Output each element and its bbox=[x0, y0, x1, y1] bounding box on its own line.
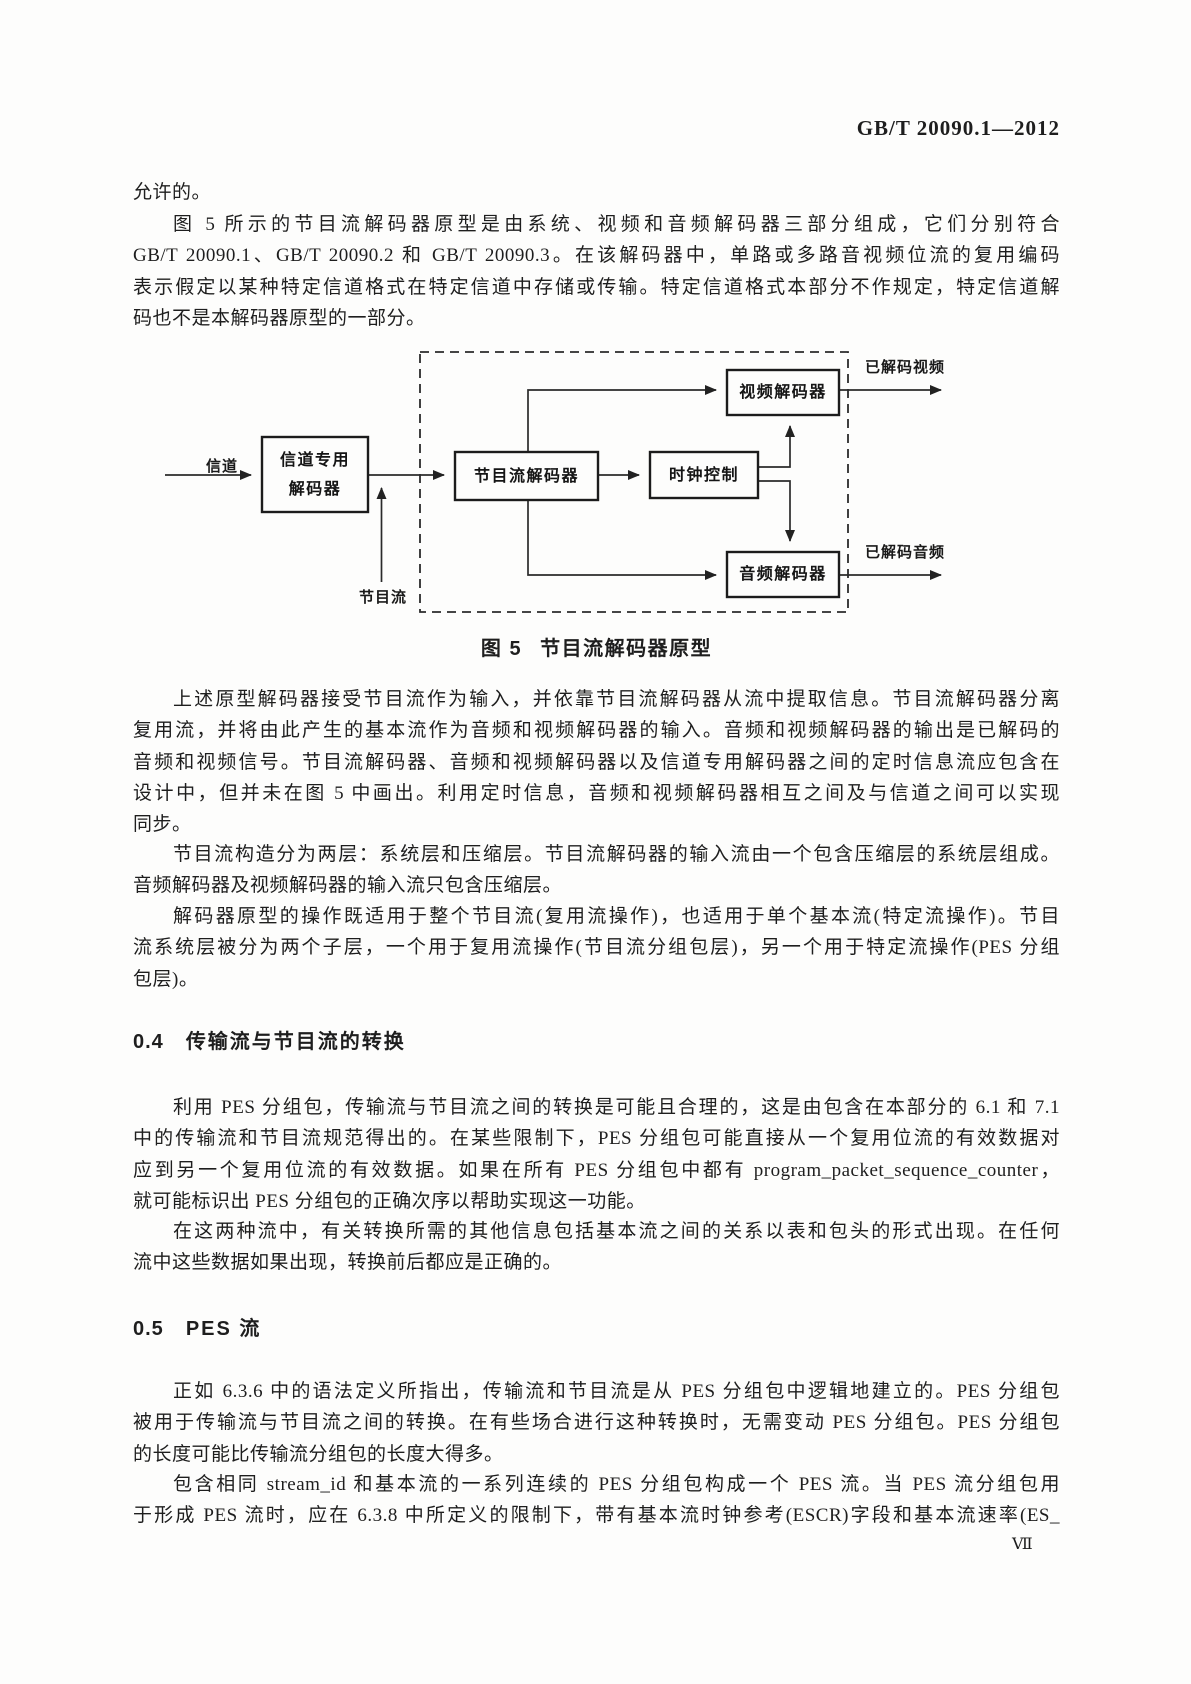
text-line: 复用流，并将由此产生的基本流作为音频和视频解码器的输入。音频和视频解码器的输出是… bbox=[133, 720, 1060, 742]
text-line: 节目流构造分为两层：系统层和压缩层。节目流解码器的输入流由一个包含压缩层的系统层… bbox=[173, 844, 1060, 865]
paragraph: 节目流构造分为两层：系统层和压缩层。节目流解码器的输入流由一个包含压缩层的系统层… bbox=[133, 839, 1060, 902]
section-heading-0-4: 0.4 传输流与节目流的转换 bbox=[133, 1029, 1060, 1055]
label-decoded-video: 已解码视频 bbox=[864, 359, 945, 376]
arrow-psdecoder-to-video bbox=[527, 385, 717, 452]
text-line: GB/T 20090.1、GB/T 20090.2 和 GB/T 20090.3… bbox=[133, 245, 1060, 267]
standard-number-header: GB/T 20090.1—2012 bbox=[856, 116, 1060, 140]
box-label-audio-decoder: 音频解码器 bbox=[739, 566, 827, 583]
arrow-clock-to-audio bbox=[758, 480, 795, 542]
text-line: 中的传输流和节目流规范得出的。在某些限制下，PES 分组包可能直接从一个复用位流… bbox=[133, 1128, 1060, 1150]
paragraph: 在这两种流中，有关转换所需的其他信息包括基本流之间的关系以表和包头的形式出现。在… bbox=[133, 1216, 1060, 1279]
box-label-video-decoder: 视频解码器 bbox=[739, 384, 827, 401]
text-line: 同步。 bbox=[133, 814, 192, 836]
text-line: 利用 PES 分组包，传输流与节目流之间的转换是可能且合理的，这是由包含在本部分… bbox=[173, 1097, 1060, 1118]
label-decoded-audio: 已解码音频 bbox=[864, 544, 945, 561]
paragraph: 允许的。 bbox=[133, 177, 1060, 208]
paragraph: 包含相同 stream_id 和基本流的一系列连续的 PES 分组包构成一个 P… bbox=[133, 1469, 1060, 1532]
box-label-ps-decoder: 节目流解码器 bbox=[473, 467, 579, 485]
text-line: 在这两种流中，有关转换所需的其他信息包括基本流之间的关系以表和包头的形式出现。在… bbox=[173, 1221, 1060, 1242]
figure-diagram-svg bbox=[165, 351, 942, 613]
text-line: 的长度可能比传输流分组包的长度大得多。 bbox=[133, 1443, 504, 1465]
box-label-clock-control: 时钟控制 bbox=[668, 466, 739, 484]
box-ps-decoder bbox=[453, 450, 600, 502]
section-title: 传输流与节目流的转换 bbox=[185, 1031, 406, 1053]
label-program-stream: 节目流 bbox=[358, 589, 407, 606]
arrow-clock-to-video bbox=[758, 425, 795, 468]
text-line: 解码器原型的操作既适用于整个节目流(复用流操作)，也适用于单个基本流(特定流操作… bbox=[173, 906, 1060, 927]
section-heading-0-5: 0.5 PES 流 bbox=[133, 1316, 1060, 1342]
arrow-psdecoder-to-audio bbox=[527, 500, 717, 580]
paragraph: 解码器原型的操作既适用于整个节目流(复用流操作)，也适用于单个基本流(特定流操作… bbox=[133, 901, 1060, 995]
box-label-line: 解码器 bbox=[288, 480, 342, 498]
section-number: 0.4 bbox=[133, 1031, 164, 1053]
figure-caption: 图 5 节目流解码器原型 bbox=[133, 632, 1060, 661]
text-line: 表示假定以某种特定信道格式在特定信道中存储或传输。特定信道格式本部分不作规定，特… bbox=[133, 276, 1060, 298]
text-line: 图 5 所示的节目流解码器原型是由系统、视频和音频解码器三部分组成，它们分别符合 bbox=[173, 214, 1060, 235]
section-number: 0.5 bbox=[133, 1318, 164, 1340]
figure-caption-label: 图 5 bbox=[480, 638, 523, 660]
text-line: 被用于传输流与节目流之间的转换。在有些场合进行这种转换时，无需变动 PES 分组… bbox=[133, 1412, 1060, 1434]
text-line: 上述原型解码器接受节目流作为输入，并依靠节目流解码器从流中提取信息。节目流解码器… bbox=[173, 689, 1060, 710]
box-channel-decoder bbox=[260, 435, 370, 514]
figure-5-diagram: 信道 节目流 已解码视频 已解码音频 信道专用 解码器 节目流解码器 时钟控制 … bbox=[0, 330, 1191, 626]
paragraph: 利用 PES 分组包，传输流与节目流之间的转换是可能且合理的，这是由包含在本部分… bbox=[133, 1092, 1060, 1217]
text-line: 音频和视频信号。节目流解码器、音频和视频解码器以及信道专用解码器之间的定时信息流… bbox=[133, 751, 1060, 773]
label-channel: 信道 bbox=[205, 458, 238, 475]
dashed-boundary-box bbox=[419, 351, 849, 613]
text-line: 允许的。 bbox=[133, 182, 212, 203]
section-title: PES 流 bbox=[185, 1318, 262, 1340]
text-line: 包层)。 bbox=[133, 968, 199, 990]
box-clock-control bbox=[648, 450, 760, 500]
box-audio-decoder bbox=[725, 550, 841, 599]
box-video-decoder bbox=[725, 368, 841, 417]
text-line: 包含相同 stream_id 和基本流的一系列连续的 PES 分组包构成一个 P… bbox=[173, 1474, 1060, 1495]
text-line: 码也不是本解码器原型的一部分。 bbox=[133, 307, 426, 329]
page-number: Ⅶ bbox=[1012, 1536, 1033, 1553]
text-line: 设计中，但并未在图 5 中画出。利用定时信息，音频和视频解码器相互之间及与信道之… bbox=[133, 782, 1060, 804]
box-label-channel-decoder: 信道专用 解码器 bbox=[262, 437, 368, 512]
text-line: 流系统层被分为两个子层，一个用于复用流操作(节目流分组包层)，另一个用于特定流操… bbox=[133, 937, 1060, 959]
paragraph: 图 5 所示的节目流解码器原型是由系统、视频和音频解码器三部分组成，它们分别符合… bbox=[133, 209, 1060, 334]
box-label-line: 信道专用 bbox=[279, 451, 350, 469]
paragraph: 上述原型解码器接受节目流作为输入，并依靠节目流解码器从流中提取信息。节目流解码器… bbox=[133, 684, 1060, 840]
text-line: 就可能标识出 PES 分组包的正确次序以帮助实现这一功能。 bbox=[133, 1190, 646, 1212]
text-line: 流中这些数据如果出现，转换前后都应是正确的。 bbox=[133, 1252, 563, 1274]
figure-caption-title: 节目流解码器原型 bbox=[540, 638, 713, 660]
paragraph: 正如 6.3.6 中的语法定义所指出，传输流和节目流是从 PES 分组包中逻辑地… bbox=[133, 1376, 1060, 1470]
text-line: 应到另一个复用位流的有效数据。如果在所有 PES 分组包中都有 program_… bbox=[133, 1159, 1060, 1181]
text-line: 正如 6.3.6 中的语法定义所指出，传输流和节目流是从 PES 分组包中逻辑地… bbox=[173, 1381, 1060, 1402]
text-line: 于形成 PES 流时，应在 6.3.8 中所定义的限制下，带有基本流时钟参考(E… bbox=[133, 1505, 1060, 1527]
text-line: 音频解码器及视频解码器的输入流只包含压缩层。 bbox=[133, 875, 563, 897]
